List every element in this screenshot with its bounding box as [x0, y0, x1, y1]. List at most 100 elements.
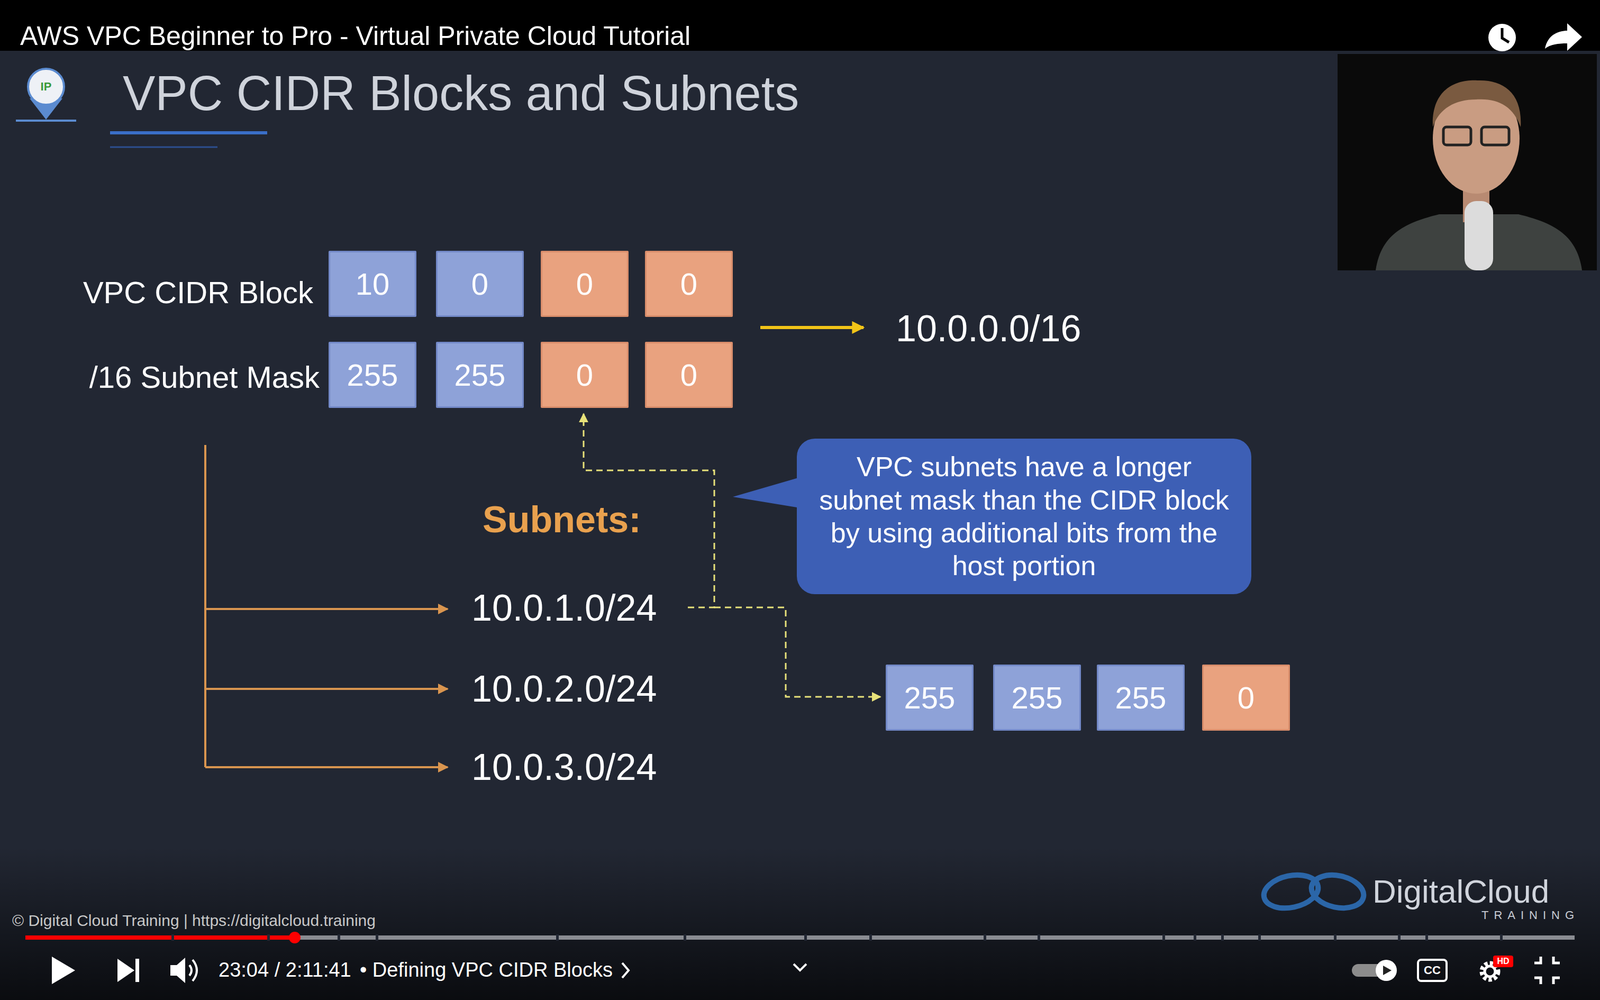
- presenter-glasses: [1443, 126, 1471, 145]
- box-value: 10: [355, 265, 390, 303]
- progress-track: [25, 935, 1575, 940]
- label-wrap: Subnets:: [482, 498, 641, 542]
- label-wrap: IP: [40, 79, 52, 94]
- subnet-bracket-arrow: [205, 687, 448, 690]
- chapter-gap: [1397, 934, 1401, 941]
- mask-box: 0: [540, 341, 629, 408]
- brand-logo-mark: [1308, 870, 1367, 913]
- box-value: 0: [680, 265, 698, 303]
- label-wrap: HD: [1496, 956, 1509, 967]
- callout-text: VPC subnets have a longer subnet mask th…: [812, 450, 1236, 583]
- subnet-cidr: 10.0.2.0/24: [471, 667, 657, 711]
- section-heading: Subnets:: [482, 498, 641, 542]
- time-display: 23:04 / 2:11:41: [218, 958, 352, 983]
- box-value: 255: [347, 356, 399, 394]
- settings-gear: [1484, 966, 1496, 977]
- label-wrap: /16 Subnet Mask: [89, 359, 320, 396]
- label-wrap: 10.0.0.0/16: [895, 307, 1081, 351]
- mask-box: 0: [1202, 664, 1290, 731]
- play-icon: [51, 956, 76, 985]
- octet-box: 10: [328, 250, 417, 317]
- chapter-gap: [337, 934, 341, 941]
- presenter-hair: [1432, 80, 1521, 127]
- chapter-gap: [171, 934, 175, 941]
- progress-handle: [288, 931, 301, 944]
- chapter-gap: [869, 934, 872, 941]
- chapter-gap: [1425, 934, 1429, 941]
- chapter-gap: [1500, 934, 1503, 941]
- title-underline: [110, 131, 268, 135]
- chapter-gap: [375, 934, 379, 941]
- box-value: 255: [904, 679, 956, 717]
- title-underline: [110, 146, 218, 149]
- subnet-cidr: 10.0.1.0/24: [471, 586, 657, 630]
- bottom-shade: [0, 846, 1600, 1000]
- octet-box: 0: [644, 250, 733, 317]
- chapter-gap: [1258, 934, 1261, 941]
- hd-badge: [1493, 955, 1514, 968]
- brand-name: DigitalCloud: [1372, 872, 1550, 911]
- chapter-gap: [1037, 934, 1041, 941]
- mask-box: 255: [328, 341, 417, 408]
- share-icon: [1544, 23, 1583, 51]
- mask-box: 255: [885, 664, 974, 731]
- chapter-gap: [267, 934, 270, 941]
- row-label: /16 Subnet Mask: [89, 359, 320, 396]
- box-value: 0: [680, 356, 698, 394]
- mask-box: 0: [644, 341, 733, 408]
- chapter-gap: [1162, 934, 1166, 941]
- result-arrow: [760, 325, 864, 330]
- octet-box: 0: [435, 250, 524, 317]
- hd-text: HD: [1496, 956, 1509, 967]
- webcam-frame: [1337, 53, 1597, 271]
- autoplay-knob: [1375, 959, 1397, 981]
- label-wrap: 23:04 / 2:11:41: [218, 958, 352, 983]
- chapter-gap: [1193, 934, 1197, 941]
- chapter-gap: [983, 934, 987, 941]
- volume-waves: [189, 959, 197, 981]
- box-value: 0: [576, 356, 594, 394]
- label-wrap: 10.0.3.0/24: [471, 746, 657, 789]
- box-value: 255: [1011, 679, 1063, 717]
- label-wrap: © Digital Cloud Training | https://digit…: [12, 911, 376, 931]
- subnet-bracket: [204, 444, 207, 768]
- brand-tagline: TRAINING: [1481, 908, 1580, 922]
- subnet-cidr: 10.0.3.0/24: [471, 746, 657, 789]
- chapter-gap: [683, 934, 687, 941]
- row-label: VPC CIDR Block: [83, 275, 314, 311]
- slide-title: VPC CIDR Blocks and Subnets: [122, 65, 799, 122]
- label-wrap: TRAINING: [1481, 908, 1580, 922]
- next-icon: [117, 958, 135, 983]
- presenter-glasses: [1481, 126, 1509, 145]
- clock-hands: [1502, 28, 1509, 43]
- logo-pin: [28, 68, 65, 105]
- callout-bubble: VPC subnets have a longer subnet mask th…: [796, 438, 1252, 595]
- mask-box: 255: [435, 341, 524, 408]
- mask-box: 255: [993, 664, 1081, 731]
- chapter-gap: [804, 934, 807, 941]
- box-value: 0: [576, 265, 594, 303]
- chapter-chevron: [622, 962, 629, 978]
- subnet-bracket-arrow: [205, 607, 448, 611]
- chapters-chevron: [793, 964, 807, 971]
- title-wrap: VPC CIDR Blocks and Subnets: [122, 65, 799, 122]
- cidr-notation: 10.0.0.0/16: [895, 307, 1081, 351]
- logo-base: [15, 119, 77, 122]
- chapter-gap: [1333, 934, 1337, 941]
- clock-icon: [1488, 23, 1516, 52]
- box-value: 255: [454, 356, 506, 394]
- label-wrap: AWS VPC Beginner to Pro - Virtual Privat…: [20, 21, 691, 52]
- box-value: 0: [471, 265, 489, 303]
- label-wrap: 10.0.2.0/24: [471, 667, 657, 711]
- mask-box: 255: [1096, 664, 1185, 731]
- label-wrap: CC: [1423, 963, 1441, 977]
- copyright-note: © Digital Cloud Training | https://digit…: [12, 911, 376, 931]
- label-wrap: • Defining VPC CIDR Blocks: [359, 958, 613, 983]
- subnet-bracket-arrow: [205, 766, 448, 769]
- volume-icon: [170, 957, 186, 984]
- label-wrap: VPC CIDR Block: [83, 275, 314, 311]
- chapter-gap: [1221, 934, 1224, 941]
- progress-played: [25, 935, 295, 940]
- box-value: 255: [1115, 679, 1167, 717]
